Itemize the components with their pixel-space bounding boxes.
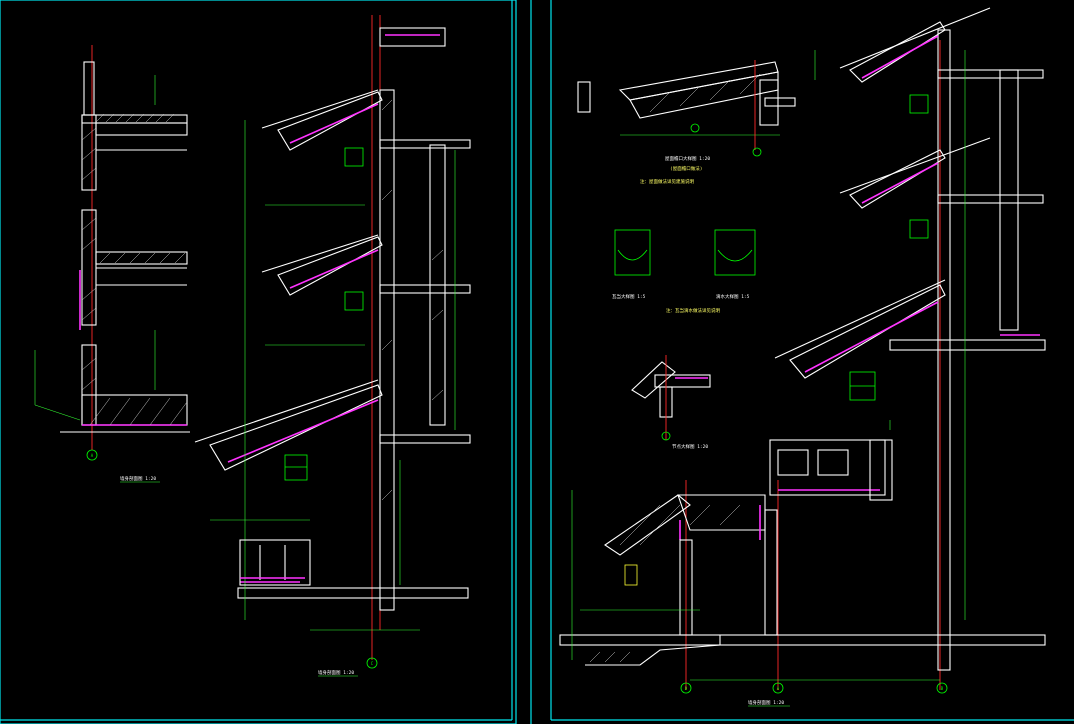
left-sheet-frame [0,0,517,724]
column-base [624,564,638,586]
eave-membrane [289,249,379,289]
eave-mid [849,149,946,209]
tile-end-a [614,229,651,276]
drip-profile [577,81,591,113]
node-profile [631,361,676,399]
ground-slab [559,634,1046,646]
balcony [769,439,886,496]
balcony-column [869,439,893,501]
inner-wall [999,69,1019,331]
concrete-hatch [81,113,188,426]
note: 注：瓦当滴水做法详见说明 [666,307,720,314]
wall-segment [81,344,97,426]
balcony-panel [777,449,809,476]
top-parapet [379,27,446,47]
eave-membrane [227,399,379,463]
floor-slab [95,251,188,265]
axis-bubble [680,682,692,694]
eave-line [839,137,991,194]
eave-hatch-zone [629,71,779,119]
railing [239,539,311,586]
eave-line [839,7,991,69]
floor-slab [937,194,1044,204]
section-title: 屋面檐口大样图 1:20 [665,155,710,162]
axis-label: A [91,453,94,458]
terrain-line [585,635,721,666]
axis-bubble [752,147,762,157]
dimension-lines [571,50,966,681]
ground-slab [81,394,188,426]
pavilion-hatch-roof [677,494,766,531]
floor-slab [889,339,1046,351]
tile-end-curve [617,249,648,261]
axis-bubble [86,449,98,461]
eave-membrane [289,103,379,144]
eave-membrane [861,35,939,79]
left-wall-section-a: A 墙身剖面图 1:20 [34,45,190,483]
axis-bubble [661,431,671,441]
section-title: 滴水大样图 1:5 [716,293,750,300]
column-hatch [381,99,444,501]
floor-slab [379,139,471,149]
pavilion-column [679,539,693,636]
eave-tile-line [194,379,379,443]
balcony-panel [817,449,849,476]
roof-slab [81,114,188,124]
eave-large [789,284,946,379]
eave-top [849,21,946,83]
eave-column [759,79,779,126]
axis-label: C [371,661,374,666]
roof-slab-layer [95,122,188,136]
pavilion-roof [604,494,691,556]
note: (屋面檐口做法) [670,165,702,172]
tile-end-b [714,229,756,276]
floor-slab [379,284,471,294]
eave-tile-line [261,234,379,273]
eave-line [774,279,946,359]
eave-2 [277,236,383,296]
left-wall-section-c: C 墙身剖面图 1:20 [194,15,471,677]
floor-slab [937,69,1044,79]
ground-slab [237,587,469,599]
column [379,89,395,611]
parapet [83,61,95,116]
axis-label: D [685,686,688,691]
eave-slab [764,97,796,107]
section-title: 瓦当大样图 1:5 [612,293,646,300]
pavilion-column [764,509,778,636]
tile-end-curve [717,249,753,262]
note: 注：屋面做法详见建施说明 [640,178,694,185]
axis-bubble [366,657,378,669]
eave-membrane [804,301,939,373]
eave-tile-line [261,89,379,129]
eave-3 [209,384,383,471]
section-title: 墙身剖面图 1:20 [120,475,156,482]
wall-segment [81,114,97,191]
node-detail: 节点大样图 1:20 [631,355,711,450]
detail-bubble [690,123,700,133]
axis-bubble [936,682,948,694]
wall-segment [81,209,97,326]
right-main-section: D A B 墙身剖面图 1:20 [559,7,1046,707]
tile-end-details: 瓦当大样图 1:5 滴水大样图 1:5 注：瓦当滴水做法详见说明 [612,229,756,314]
section-title: 墙身剖面图 1:20 [318,669,354,676]
axis-label: A [777,686,780,691]
dougong-brackets [284,147,364,481]
axis-label: B [941,686,944,691]
eave-membrane [861,162,939,204]
dimension-lines [210,120,456,631]
section-title: 节点大样图 1:20 [672,443,708,450]
material-notes [34,75,156,421]
floor-slab [379,434,471,444]
right-eaves-detail: 屋面檐口大样图 1:20 (屋面檐口做法) 注：屋面做法详见建施说明 [577,60,796,185]
node-slab [654,374,711,388]
section-title: 墙身剖面图 1:20 [748,699,784,706]
axis-bubble [772,682,784,694]
eave-1 [277,91,383,151]
dougong-brackets [849,94,929,401]
